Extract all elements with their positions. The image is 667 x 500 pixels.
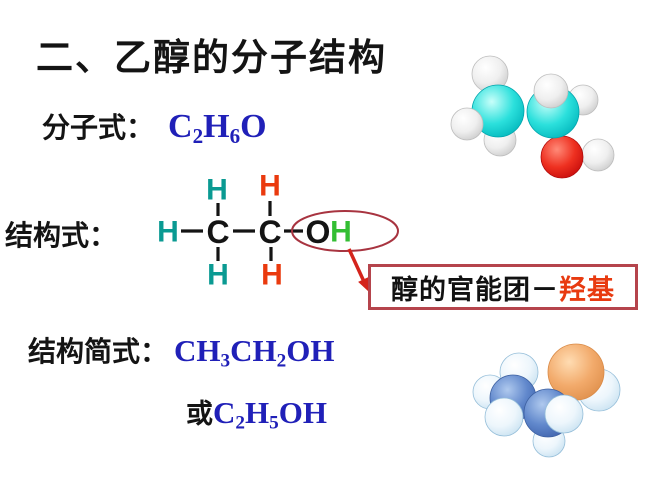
atom-symbol-H: H <box>261 259 283 292</box>
alternative-formula-row: 或C2H5OH <box>186 392 327 434</box>
oxygen-atom-ball <box>540 135 584 179</box>
formula-subscript: 2 <box>235 412 245 434</box>
molecular-formula-label: 分子式： <box>42 112 155 143</box>
formula-symbol: O <box>286 333 311 368</box>
atom-symbol-C: C <box>258 214 281 250</box>
hydrogen-atom-ball <box>533 73 569 109</box>
formula-symbol: H <box>310 333 335 368</box>
formula-symbol: H <box>302 395 327 430</box>
formula-subscript: 2 <box>192 123 204 148</box>
structural-formula-label: 结构式： <box>5 220 118 251</box>
formula-symbol: O <box>278 395 303 430</box>
formula-symbol: C <box>230 333 253 368</box>
functional-group-prefix: 醇的官能团－ <box>391 274 559 305</box>
slide-title: 二、乙醇的分子结构 <box>36 37 387 78</box>
ethanol-spacefill-model <box>472 343 621 458</box>
formula-symbol: O <box>240 108 267 145</box>
atom-symbol-H: H <box>330 216 352 249</box>
atom-symbol-H: H <box>206 174 228 207</box>
formula-subscript: 5 <box>269 412 279 434</box>
molecular-formula-value: C2H6O <box>168 108 267 148</box>
atom-symbol-H: H <box>207 259 229 292</box>
condensed-formula-row: 结构简式：CH3CH2OH <box>28 330 335 372</box>
ethanol-ball-stick-model <box>450 55 615 179</box>
hydroxyl-annotation <box>291 210 399 292</box>
formula-symbol: H <box>245 395 270 430</box>
formula-subscript: 6 <box>229 123 241 148</box>
structural-formula-row: 结构式： <box>5 214 117 254</box>
formula-symbol: C <box>213 395 236 430</box>
atom-symbol-H: H <box>259 170 281 203</box>
atom-symbol-H: H <box>157 216 179 249</box>
atom-symbol-C: C <box>206 214 229 250</box>
formula-subscript: 3 <box>220 350 231 372</box>
hydrogen-atom-ball <box>581 138 615 172</box>
molecular-formula-row: 分子式： C2H6O <box>42 106 267 149</box>
formula-symbol: H <box>203 108 230 145</box>
hydrogen-atom-ball <box>544 394 584 434</box>
hydrogen-atom-ball <box>484 397 524 437</box>
formula-symbol: C <box>174 333 197 368</box>
callout-arrow-head <box>358 277 369 292</box>
formula-symbol: H <box>196 333 221 368</box>
formula-subscript: 2 <box>276 350 287 372</box>
atom-symbol-O: O <box>306 214 331 250</box>
condensed-formula-value: CH3CH2OH <box>174 333 335 372</box>
condensed-formula-label: 结构简式： <box>28 336 169 367</box>
functional-group-highlight: 羟基 <box>559 274 615 305</box>
formula-symbol: H <box>252 333 277 368</box>
formula-symbol: C <box>168 108 193 145</box>
functional-group-callout-box: 醇的官能团－羟基 <box>368 264 638 310</box>
alternative-formula-value: C2H5OH <box>213 395 327 434</box>
hydroxyl-ellipse <box>291 210 399 252</box>
hydrogen-atom-ball <box>450 107 484 141</box>
alternative-formula-prefix: 或 <box>186 399 213 429</box>
